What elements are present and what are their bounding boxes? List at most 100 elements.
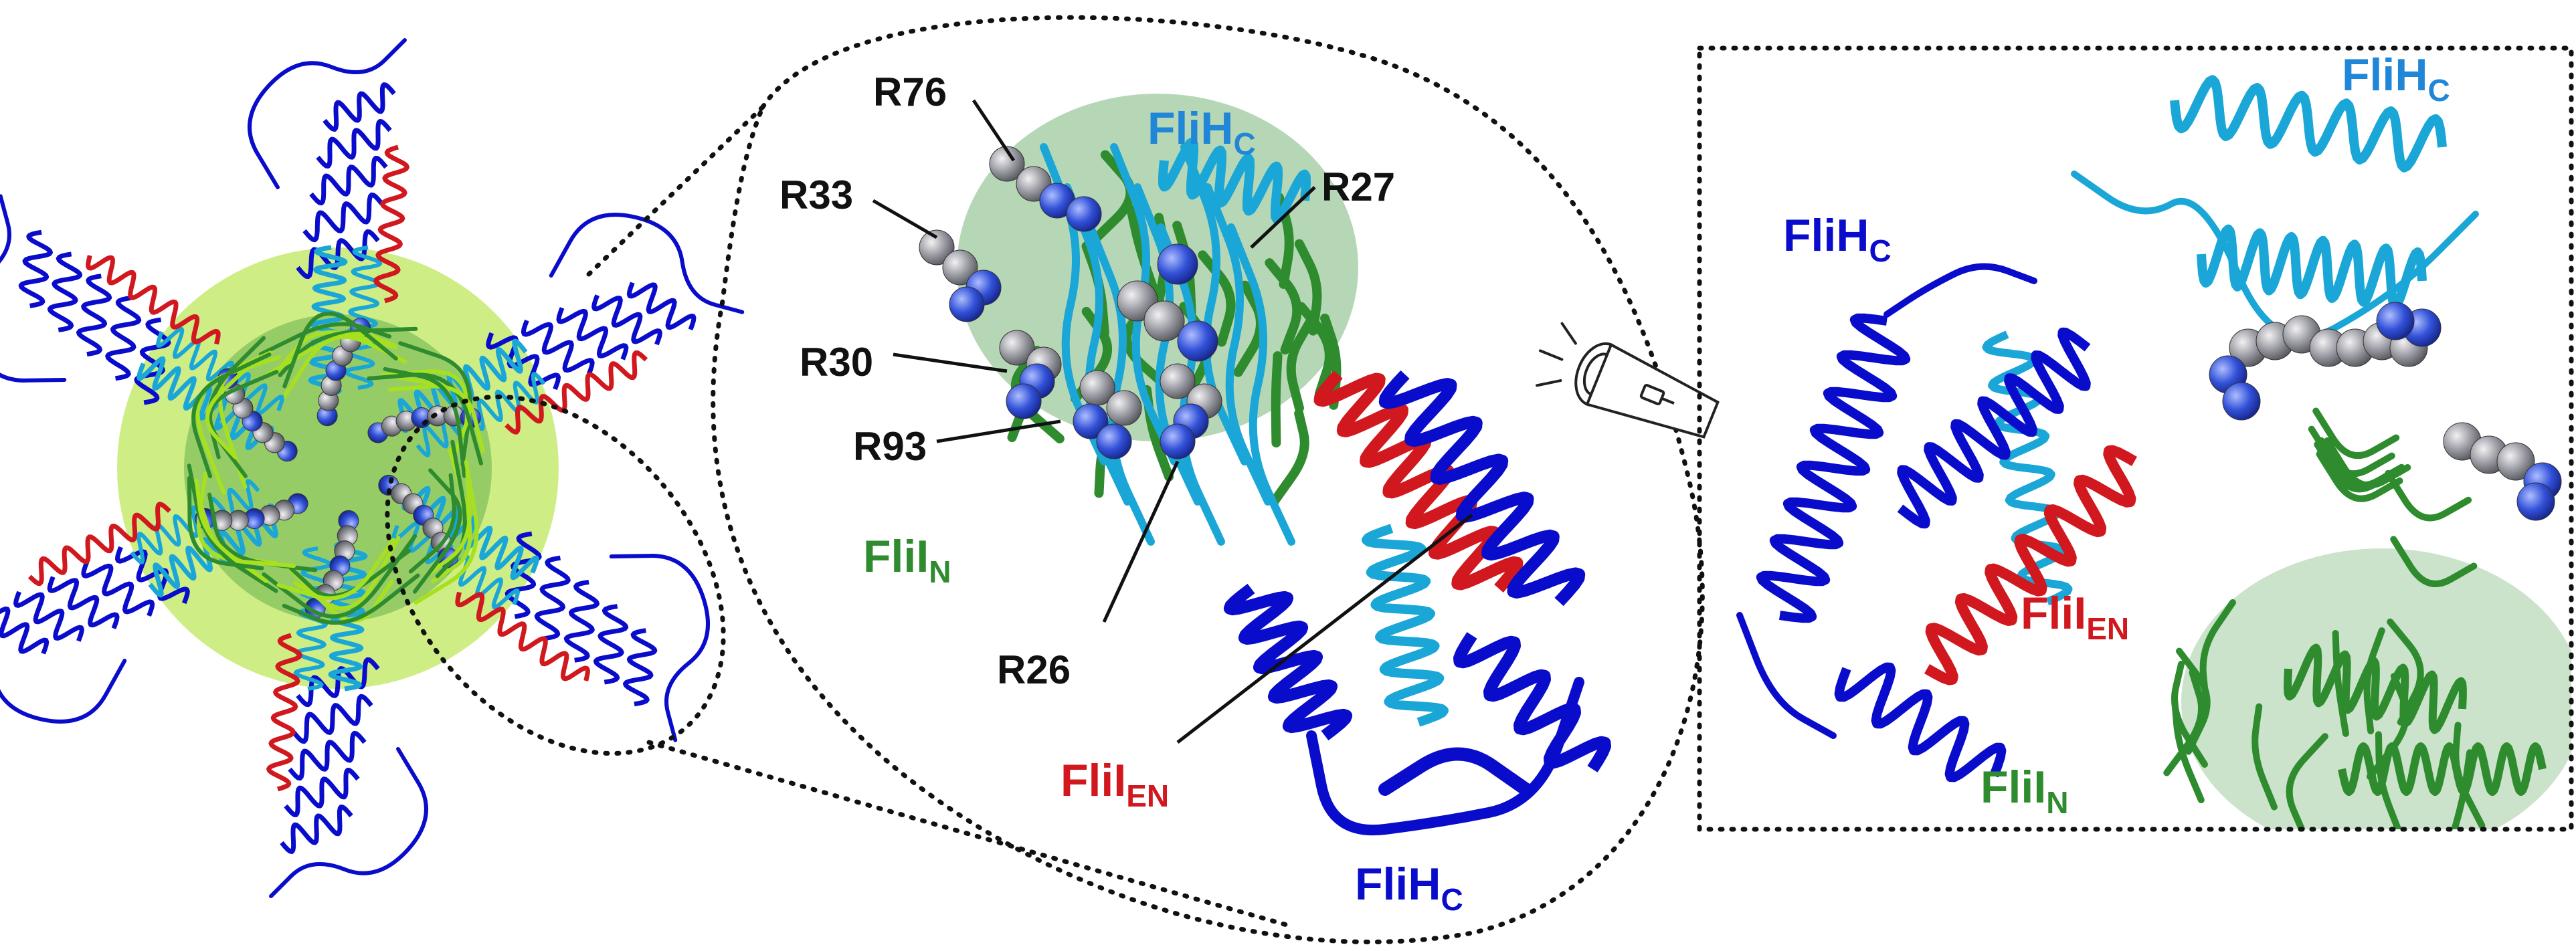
right-panel-frame xyxy=(1697,45,2574,832)
helix-ribbon xyxy=(1453,632,1611,772)
carbon-sphere xyxy=(942,249,978,286)
coil-loop xyxy=(1286,316,1315,413)
helix-ribbon xyxy=(47,576,120,629)
label-fliin-middle: FliIN xyxy=(863,531,951,589)
coil-loop xyxy=(398,341,472,467)
coil-loop xyxy=(2318,437,2405,489)
hexamer-arm xyxy=(262,510,428,898)
carbon-sphere xyxy=(999,330,1035,366)
coil-loop xyxy=(187,476,264,570)
helix-ribbon xyxy=(1223,583,1353,741)
coil-loop xyxy=(0,194,67,383)
zoom-line-top xyxy=(586,104,765,277)
coil-loop xyxy=(549,213,745,314)
helix-ribbon xyxy=(504,531,542,619)
helix-ribbon xyxy=(47,251,83,332)
helix-ribbon xyxy=(1834,662,2007,782)
label-flihc-middle-top: FliHC xyxy=(1147,103,1256,161)
label-fliien-middle: FliIEN xyxy=(1061,755,1169,813)
label-flihc-right-top: FliHC xyxy=(2342,49,2450,108)
hexamer-arm xyxy=(248,38,418,427)
coil-loop xyxy=(428,469,472,576)
zoom-bubble-outline xyxy=(711,15,1705,944)
helix-ribbon xyxy=(302,192,384,243)
residue-label-r93: R93 xyxy=(853,424,927,469)
residue-label-r30: R30 xyxy=(800,340,873,385)
helix-ribbon xyxy=(556,307,629,360)
coil-loop xyxy=(1736,612,1837,739)
arginine-spheres-middle xyxy=(919,146,1222,459)
label-fliin-right: FliIN xyxy=(1981,762,2068,820)
helix-ribbon xyxy=(284,768,360,817)
helix-ribbon xyxy=(1378,370,1586,607)
coil-loop xyxy=(413,459,479,605)
coil-loop xyxy=(269,747,428,898)
helix-ribbon xyxy=(134,317,171,405)
flashlight-icon xyxy=(1536,322,1720,439)
hexamer-arm xyxy=(0,463,318,724)
helix-ribbon xyxy=(591,294,662,346)
zoom-source-ellipse xyxy=(385,394,726,756)
nitrogen-sphere xyxy=(2222,382,2261,421)
coil-loop xyxy=(293,536,401,611)
helix-ribbon xyxy=(455,591,590,681)
nitrogen-sphere xyxy=(2376,302,2415,340)
nitrogen-sphere xyxy=(1066,196,1102,232)
helix-ribbon xyxy=(296,229,380,280)
helix-ribbon xyxy=(18,229,53,308)
residue-label-r76: R76 xyxy=(873,70,947,114)
coil-loop xyxy=(191,352,272,479)
helix-ribbon xyxy=(280,805,353,854)
helix-ribbon xyxy=(2197,224,2427,311)
coil-loop xyxy=(205,361,254,459)
helix-ribbon xyxy=(521,319,595,375)
label-flihc-right-left: FliHC xyxy=(1783,210,1892,268)
helix-ribbon xyxy=(86,255,221,345)
coil-loop xyxy=(2286,733,2328,829)
coil-loop xyxy=(2316,451,2403,502)
coil-loop xyxy=(1883,263,2037,318)
helix-ribbon xyxy=(626,282,697,330)
hexamer-arm xyxy=(0,194,298,495)
zoom-line-bottom xyxy=(646,740,1294,929)
helix-ribbon xyxy=(416,372,546,457)
coil-loop xyxy=(276,537,395,601)
coil-loop xyxy=(2171,660,2208,768)
helix-ribbon xyxy=(323,82,396,132)
coil-loop xyxy=(1227,223,1295,546)
coil-loop xyxy=(2251,703,2278,811)
helix-ribbon xyxy=(1756,313,1911,623)
helix-ribbon xyxy=(486,332,561,391)
nitrogen-sphere xyxy=(1006,383,1042,419)
coil-loop xyxy=(2387,618,2424,726)
helix-ribbon xyxy=(1362,524,1449,727)
residue-label-r33: R33 xyxy=(779,173,853,217)
coil-loop xyxy=(2363,627,2385,735)
helix-ribbon xyxy=(504,350,648,435)
coil-loop xyxy=(2175,647,2211,755)
helix-ribbon xyxy=(292,694,373,744)
coil-loop xyxy=(2332,629,2349,737)
helix-ribbon xyxy=(316,119,392,169)
coil-loop xyxy=(289,548,411,598)
nitrogen-sphere xyxy=(1073,403,1109,439)
helix-ribbon xyxy=(114,546,190,605)
helix-ribbon xyxy=(105,295,142,381)
hexamer-arm xyxy=(378,439,710,742)
helix-ribbon xyxy=(266,633,302,792)
label-flihc-middle-bottom: FliHC xyxy=(1355,859,1463,917)
carbon-sphere xyxy=(1160,363,1196,399)
coil-loop xyxy=(2375,731,2402,829)
helix-ribbon xyxy=(76,274,112,357)
coil-loop xyxy=(2199,599,2236,706)
helix-ribbon xyxy=(1897,327,2091,529)
middle-zoom-panel: R76 R33 R27 R30 R93 R26 FliHC FliIN FliI… xyxy=(711,15,1705,944)
helix-ribbon xyxy=(27,502,171,587)
label-fliien-right: FliIEN xyxy=(2021,588,2129,646)
coil-loop xyxy=(1040,143,1108,465)
helix-ribbon xyxy=(563,579,600,663)
helix-ribbon xyxy=(2170,75,2447,173)
domain-shading xyxy=(117,247,559,689)
coil-loop xyxy=(383,366,467,478)
